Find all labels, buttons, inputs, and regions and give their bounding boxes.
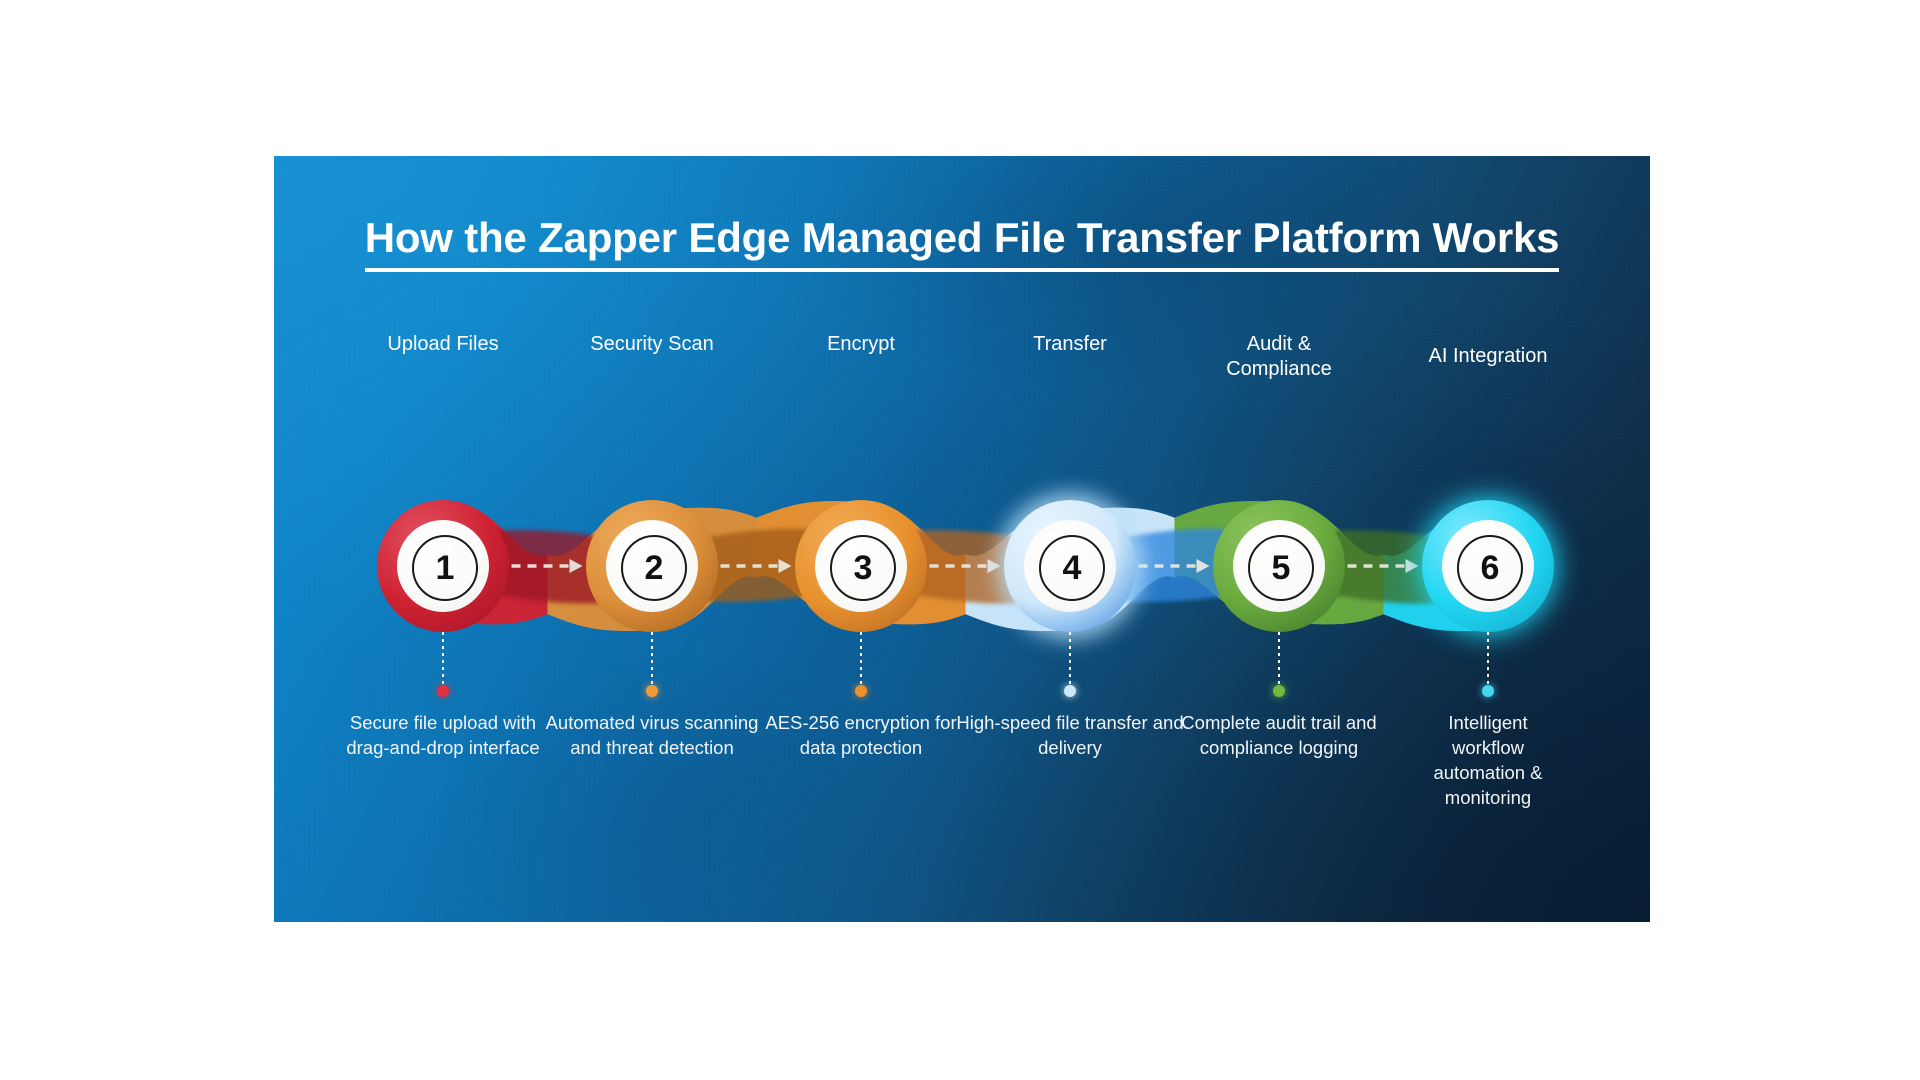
step-description-1: Secure file upload with drag-and-drop in…: [346, 712, 540, 758]
step-label-5: Audit & Compliance: [1226, 333, 1332, 380]
step-number-3: 3: [830, 535, 896, 601]
step-label-2: Security Scan: [590, 333, 714, 355]
page-title: How the Zapper Edge Managed File Transfe…: [274, 214, 1650, 272]
step-label-1: Upload Files: [387, 333, 499, 355]
page-title-text: How the Zapper Edge Managed File Transfe…: [364, 214, 1559, 272]
step-number-6: 6: [1457, 535, 1523, 601]
step-connector-line-6: [1487, 632, 1489, 684]
step-description-3: AES-256 encryption for data protection: [765, 712, 957, 758]
step-description-4: High-speed file transfer and delivery: [956, 712, 1184, 758]
step-number-1: 1: [412, 535, 478, 601]
step-marker-dot-2: [646, 685, 658, 697]
step-label-3: Encrypt: [827, 333, 895, 355]
step-number-4: 4: [1039, 535, 1105, 601]
step-label-4: Transfer: [1033, 333, 1107, 355]
step-number-2: 2: [621, 535, 687, 601]
infographic-frame: How the Zapper Edge Managed File Transfe…: [274, 156, 1650, 922]
step-marker-dot-1: [437, 685, 449, 697]
step-number-5: 5: [1248, 535, 1314, 601]
step-description-5: Complete audit trail and compliance logg…: [1181, 712, 1377, 758]
step-connector-line-4: [1069, 632, 1071, 684]
step-marker-dot-6: [1482, 685, 1494, 697]
step-connector-line-2: [651, 632, 653, 684]
step-label-6: AI Integration: [1428, 345, 1548, 367]
step-marker-dot-5: [1273, 685, 1285, 697]
step-connector-line-1: [442, 632, 444, 684]
step-description-6: Intelligent workflow automation & monito…: [1433, 712, 1543, 808]
step-marker-dot-3: [855, 685, 867, 697]
step-connector-line-3: [860, 632, 862, 684]
step-description-2: Automated virus scanning and threat dete…: [545, 712, 759, 758]
step-marker-dot-4: [1064, 685, 1076, 697]
step-connector-line-5: [1278, 632, 1280, 684]
